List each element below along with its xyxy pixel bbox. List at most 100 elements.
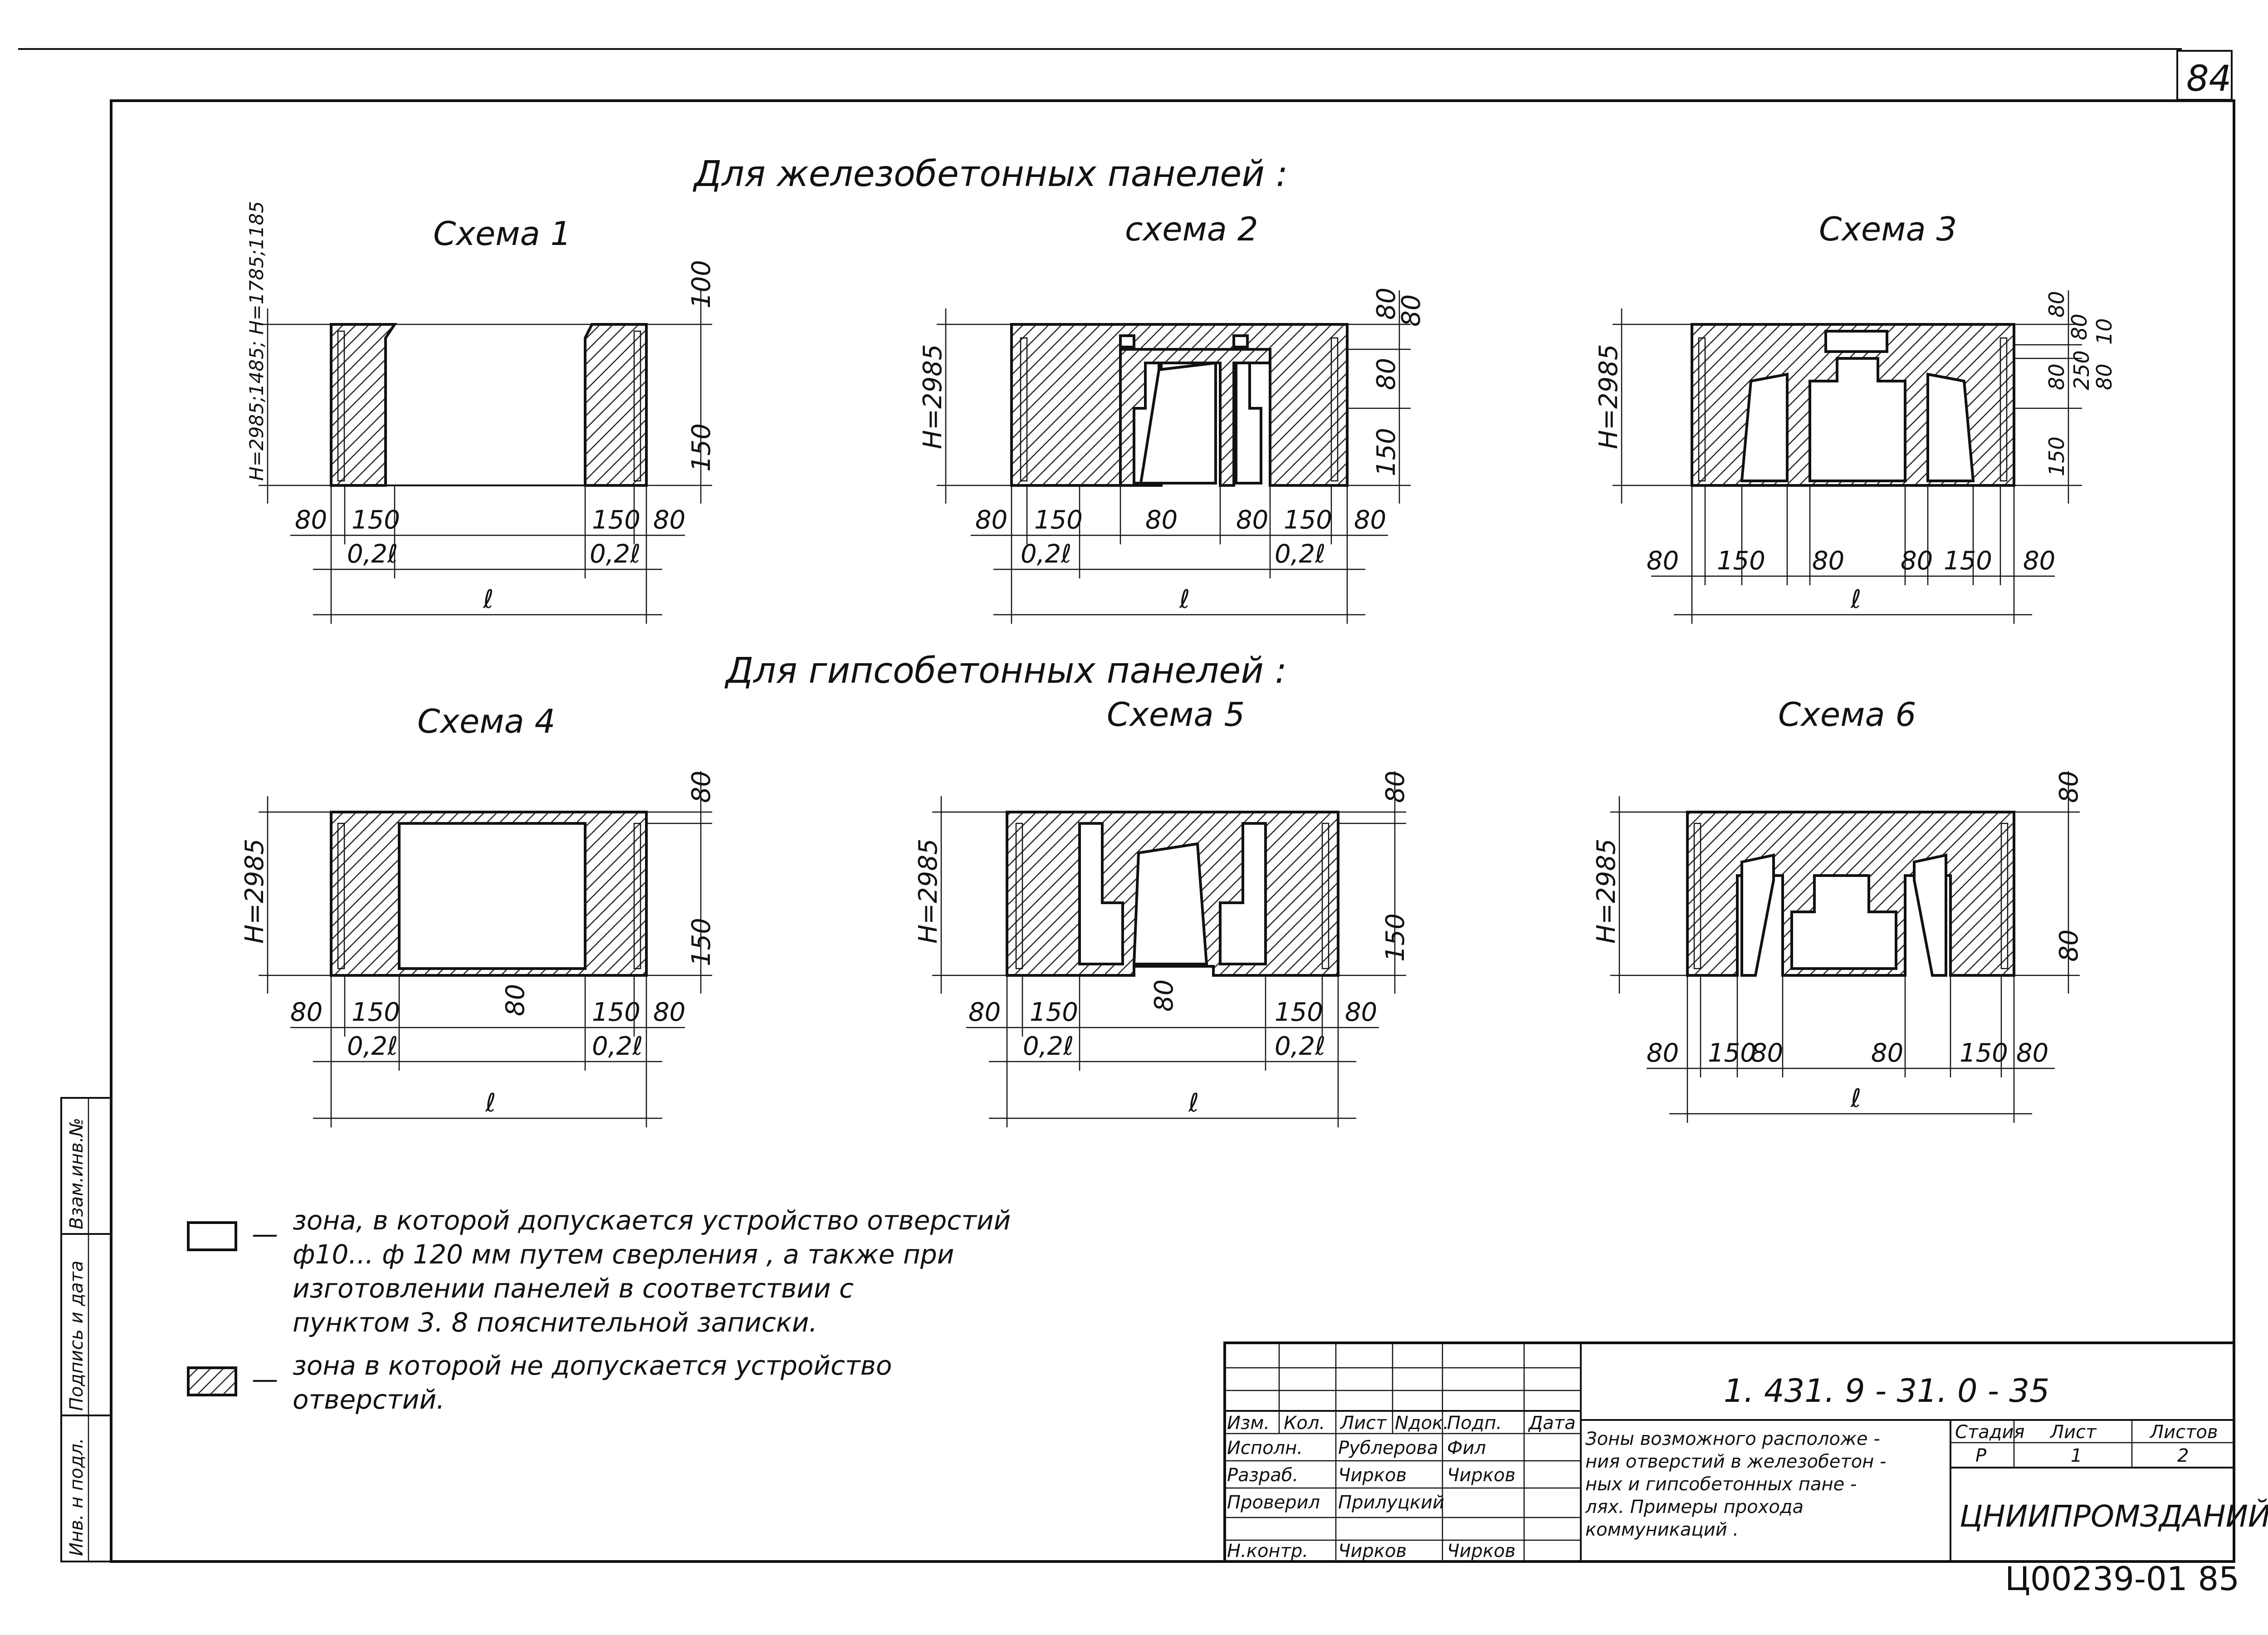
scheme-3-title: Схема 3 (1819, 210, 1957, 248)
scheme-2-sub-dim-1: 0,2ℓ (1021, 539, 1071, 569)
scheme-1-left-rib (337, 330, 345, 482)
scheme-3-right-dim-4: 250 (2069, 350, 2094, 390)
scheme-3-bottom-dim-5: 150 (1944, 546, 1992, 576)
scheme-4-sub-dim-2: 0,2ℓ (592, 1032, 643, 1061)
side-stamp-replace: Взам.инв.№ (66, 1118, 87, 1229)
scheme-6-right-dim-2: 80 (2054, 930, 2084, 962)
scheme-6-right-opening (1913, 853, 1947, 977)
legend-hatched-dash: — (252, 1364, 278, 1395)
tb-stage-value: Р (1975, 1445, 1987, 1466)
tb-description-5: коммуникаций . (1585, 1519, 1739, 1540)
scheme-2-right-dim-3: 80 (1372, 358, 1401, 390)
tb-row-2-role: Разраб. (1227, 1465, 1298, 1486)
scheme-5-sub-dim-1: 0,2ℓ (1023, 1032, 1074, 1061)
scheme-1-sub-dim-2: 0,2ℓ (590, 539, 640, 569)
legend-open-line-1: зона, в которой допускается устройство о… (293, 1205, 1011, 1236)
tb-row-2-name: Чирков (1338, 1465, 1407, 1486)
side-stamp-frame (60, 1097, 112, 1562)
scheme-3-right-opening (1926, 372, 1975, 482)
tb-description-3: ных и гипсобетонных пане - (1585, 1474, 1857, 1495)
scheme-3-left-rib (1698, 337, 1706, 482)
scheme-1-bottom-dim-3: 150 (592, 505, 640, 535)
scheme-5-bottom-dim-4: 80 (1345, 998, 1377, 1027)
scheme-2-bottom-dim-5: 150 (1284, 505, 1332, 535)
scheme-4-title: Схема 4 (417, 702, 555, 740)
scheme-6-bottom-dim-6: 80 (2016, 1038, 2048, 1068)
tb-header-podp: Подп. (1447, 1413, 1502, 1434)
scheme-4-right-rib (633, 822, 641, 969)
scheme-6-right-dim-1: 80 (2054, 771, 2084, 803)
scheme-3-left-opening (1740, 372, 1789, 482)
scheme-3-right-dim-5: 10 (2092, 318, 2116, 345)
scheme-1-left-pier (330, 323, 397, 487)
tb-sheet-value: 1 (2071, 1445, 2082, 1466)
legend-hatched-swatch (187, 1366, 237, 1396)
legend-open-swatch (187, 1221, 237, 1251)
scheme-5-bottom-dim-2: 150 (1030, 998, 1078, 1027)
heading-gypsum-panels: Для гипсобетонных панелей : (724, 651, 1287, 691)
scheme-2-bottom-dim-2: 150 (1034, 505, 1083, 535)
scheme-3-bottom-dim-1: 80 (1647, 546, 1679, 576)
tb-header-izm: Изм. (1227, 1413, 1270, 1434)
scheme-4-span-label: ℓ (485, 1088, 496, 1118)
tb-row-1-sign: Фил (1447, 1438, 1486, 1459)
scheme-6-bottom-dim-3: 80 (1751, 1038, 1783, 1068)
scheme-6-left-opening (1740, 853, 1775, 977)
scheme-4-right-dim-1: 80 (687, 771, 716, 803)
scheme-3-right-rib (1999, 337, 2008, 482)
scheme-4-bottom-dim-1: 80 (290, 998, 323, 1027)
tb-description-2: ния отверстий в железобетон - (1585, 1451, 1886, 1472)
legend-open-dash: — (252, 1219, 278, 1249)
scheme-6-span-label: ℓ (1850, 1084, 1861, 1113)
scheme-2-right-dim-1: 80 (1372, 288, 1401, 320)
title-block-frame (1223, 1341, 2235, 1563)
legend-hatched-line-1: зона в которой не допускается устройство (293, 1350, 892, 1381)
scheme-2-right-dim-4: 150 (1372, 428, 1401, 476)
scheme-3-top-slot (1824, 330, 1888, 353)
scheme-2-right-dim-2: 80 (1397, 294, 1426, 327)
scheme-3-right-dim-1: 80 (2044, 291, 2069, 318)
scheme-5-bottom-dim-1: 80 (968, 998, 1001, 1027)
scheme-6-bottom-dim-5: 150 (1960, 1038, 2008, 1068)
scheme-2-bottom-dim-1: 80 (975, 505, 1007, 535)
scheme-3: Схема 3 H=2985 80 80 80 250 10 80 150 (1594, 210, 2116, 624)
scheme-2-title: схема 2 (1125, 210, 1258, 248)
scheme-2-right-rib (1330, 337, 1339, 482)
scheme-1-title: Схема 1 (433, 215, 571, 253)
drawing-frame (110, 99, 2235, 1563)
scheme-3-height-label: H=2985 (1594, 344, 1623, 449)
legend-hatched-line-2: отверстий. (293, 1384, 445, 1415)
tb-organization: ЦНИИПРОМЗДАНИЙ (1960, 1498, 2268, 1534)
scheme-6-title: Схема 6 (1778, 695, 1916, 734)
tb-header-ndok: Nдок. (1395, 1413, 1449, 1434)
scheme-1-bottom-dim-2: 150 (352, 505, 400, 535)
scheme-2-span-label: ℓ (1179, 585, 1190, 614)
drawing-stamp-number: Ц00239-01 85 (2005, 1560, 2239, 1598)
scheme-2-bottom-dim-6: 80 (1354, 505, 1386, 535)
scheme-4-sub-dim-1: 0,2ℓ (347, 1032, 398, 1061)
scheme-2-height-label: H=2985 (918, 344, 948, 449)
scheme-6-bottom-dim-1: 80 (1647, 1038, 1679, 1068)
scheme-5-left-opening (1078, 822, 1124, 965)
scheme-3-bottom-dim-4: 80 (1901, 546, 1933, 576)
scheme-4-inner-dim-1: 80 (501, 984, 530, 1016)
scheme-2-bottom-dim-4: 80 (1236, 505, 1268, 535)
scheme-1-right-dim-2: 150 (687, 423, 716, 472)
scheme-4-bottom-dim-4: 80 (653, 998, 685, 1027)
scheme-5-right-dim-2: 150 (1381, 913, 1410, 962)
legend-open-line-4: пунктом 3. 8 пояснительной записки. (293, 1307, 817, 1338)
tb-row-5-sign: Чирков (1447, 1541, 1515, 1562)
scheme-1: Схема 1 H=2985;1485; H=1785;1185 100 150… (245, 201, 716, 624)
scheme-5-title: Схема 5 (1107, 695, 1245, 734)
scheme-1-height-label: H=2985;1485; H=1785;1185 (245, 201, 268, 481)
scheme-3-bottom-dim-6: 80 (2023, 546, 2055, 576)
side-stamp-inv: Инв. н подл. (66, 1438, 87, 1556)
scheme-1-bottom-dim-4: 80 (653, 505, 685, 535)
tb-description-4: лях. Примеры прохода (1585, 1497, 1804, 1518)
scheme-5-height-label: H=2985 (914, 838, 943, 944)
scheme-5-right-dim-1: 80 (1381, 771, 1410, 803)
tb-description-1: Зоны возможного расположе - (1585, 1429, 1880, 1449)
scheme-4-height-label: H=2985 (240, 838, 269, 944)
scheme-2-bottom-dim-3: 80 (1145, 505, 1178, 535)
